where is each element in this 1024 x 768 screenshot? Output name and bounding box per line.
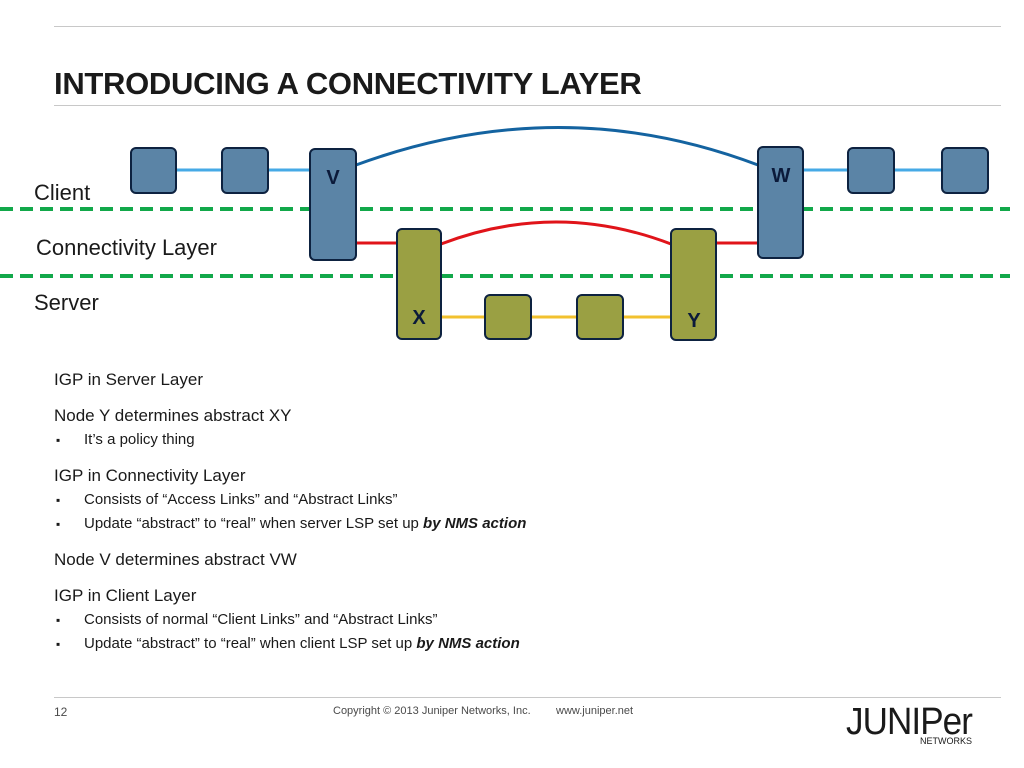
title-divider (54, 105, 1001, 106)
logo-wordmark: JUNIPer (846, 702, 973, 743)
node-x-label: X (412, 307, 426, 329)
bullet-update-client-lsp: Update “abstract” to “real” when client … (56, 634, 754, 654)
note-igp-client-layer: IGP in Client Layer (54, 586, 197, 605)
page-title: INTRODUCING A CONNECTIVITY LAYER (54, 66, 642, 101)
client-node (941, 147, 989, 194)
node-w (757, 146, 804, 259)
connectivity-layer-diagram: Client Connectivity Layer Server V W X Y (0, 126, 1010, 341)
note-igp-connectivity-layer: IGP in Connectivity Layer (54, 466, 246, 485)
notes-list: IGP in Server Layer Node Y determines ab… (54, 370, 754, 654)
page-number: 12 (54, 705, 68, 719)
bullet-update-server-lsp: Update “abstract” to “real” when server … (56, 514, 754, 534)
logo-subtitle: NETWORKS (920, 736, 972, 746)
juniper-logo: JUNIPer NETWORKS (846, 702, 974, 746)
layer-label-client: Client (34, 180, 90, 205)
layer-label-connectivity: Connectivity Layer (36, 235, 217, 260)
bullet-access-abstract-links: Consists of “Access Links” and “Abstract… (56, 490, 754, 510)
copyright-text: Copyright © 2013 Juniper Networks, Inc. (333, 705, 531, 717)
website-link[interactable]: www.juniper.net (556, 705, 634, 717)
bullet-policy-thing: It’s a policy thing (56, 430, 754, 450)
bullet-text: Update “abstract” to “real” when server … (84, 515, 424, 532)
top-divider (54, 26, 1001, 27)
node-x (396, 228, 442, 340)
node-w-label: W (772, 165, 791, 187)
layer-label-server: Server (34, 290, 99, 315)
node-y (670, 228, 717, 341)
note-node-v-abstract: Node V determines abstract VW (54, 550, 297, 569)
note-node-y-abstract: Node Y determines abstract XY (54, 406, 292, 425)
server-node (484, 294, 532, 340)
abstract-link-xy (440, 220, 672, 246)
node-y-label: Y (687, 310, 701, 332)
emphasis-nms-action: by NMS action (423, 515, 527, 532)
server-node (576, 294, 624, 340)
footer-divider (54, 697, 1001, 698)
bullet-text: Update “abstract” to “real” when client … (84, 635, 417, 652)
note-igp-server-layer: IGP in Server Layer (54, 370, 203, 389)
client-node (221, 147, 269, 194)
client-node (847, 147, 895, 194)
bullet-client-abstract-links: Consists of normal “Client Links” and “A… (56, 610, 754, 630)
node-v (309, 148, 357, 261)
abstract-link-vw (355, 126, 759, 167)
node-v-label: V (326, 167, 340, 189)
emphasis-nms-action: by NMS action (416, 635, 520, 652)
client-node (130, 147, 177, 194)
